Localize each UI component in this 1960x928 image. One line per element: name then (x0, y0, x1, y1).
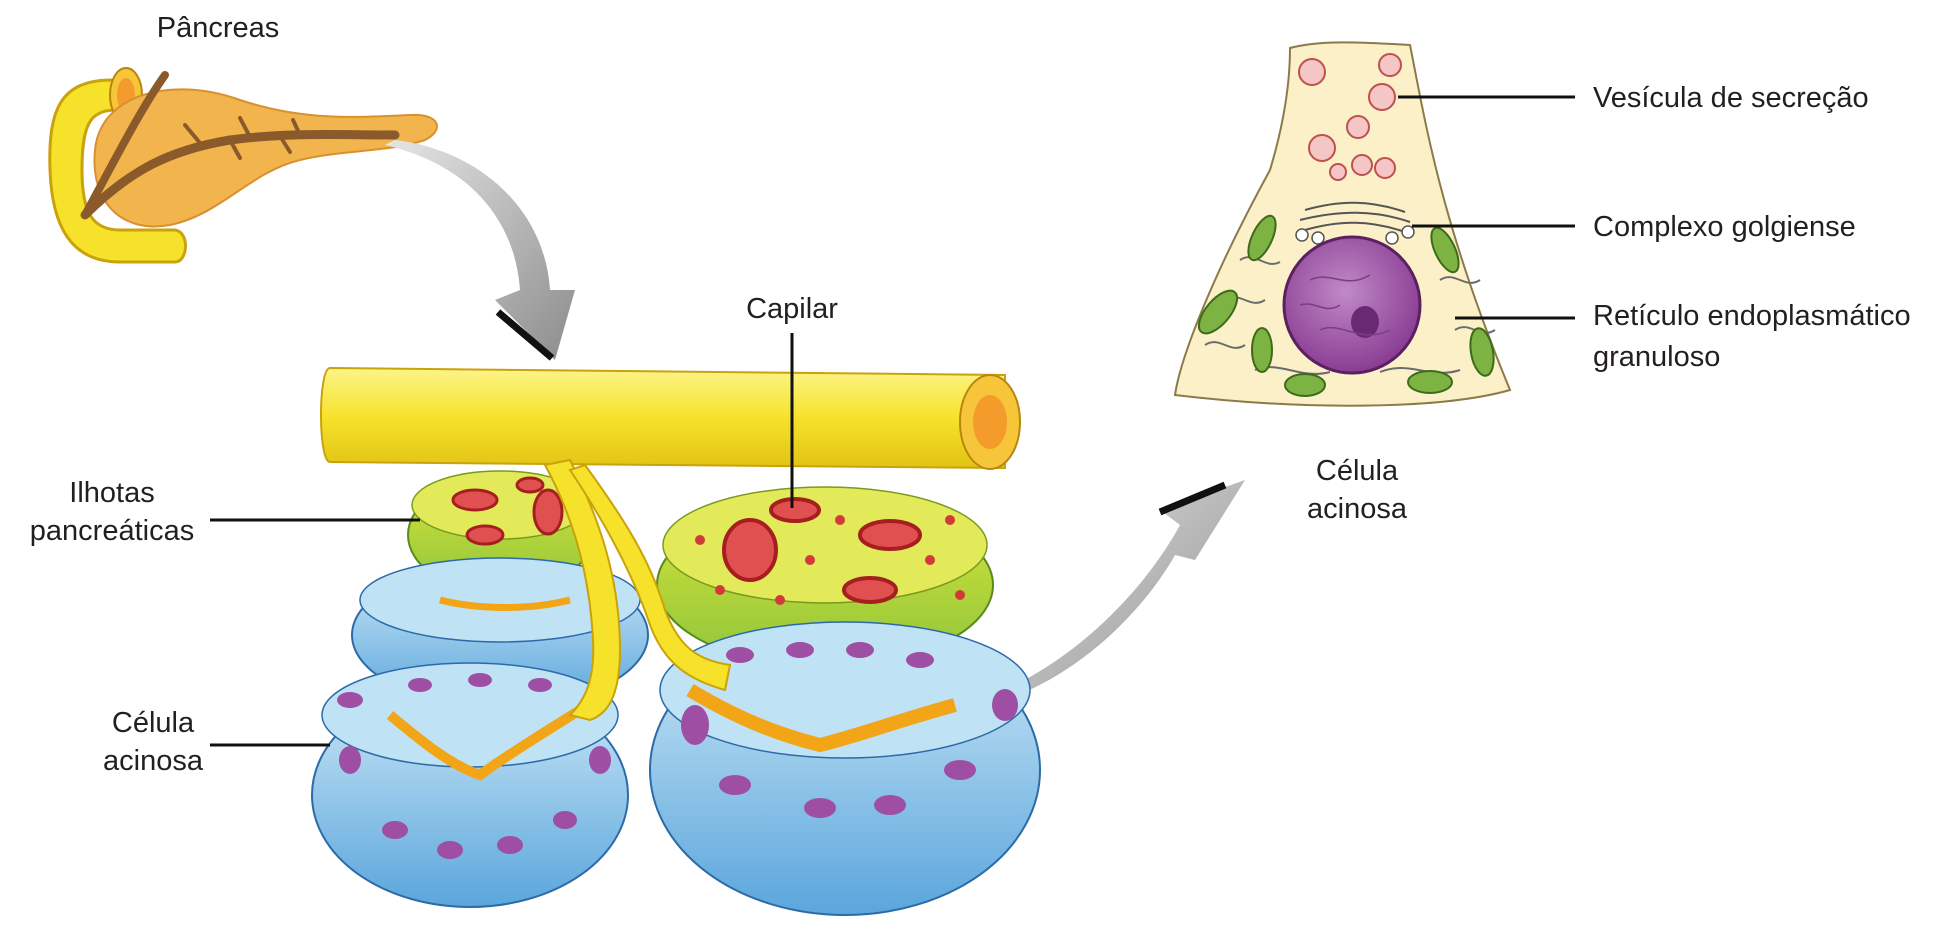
nucleus (1284, 237, 1420, 373)
label-cell-title-line2: acinosa (1307, 493, 1408, 525)
label-golgi: Complexo golgiense (1593, 211, 1856, 243)
label-rer-line2: granuloso (1593, 341, 1720, 373)
label-capillary: Capilar (746, 293, 838, 325)
label-rer-line1: Retículo endoplasmático (1593, 300, 1911, 332)
pancreatic-tissue (312, 368, 1040, 915)
arrow-to-cell (1005, 480, 1245, 700)
label-islets-line2: pancreáticas (30, 515, 194, 547)
label-islets-line1: Ilhotas (69, 477, 154, 509)
label-cell-title-line1: Célula (1316, 455, 1399, 487)
pancreas-organ (50, 68, 437, 262)
label-pancreas: Pâncreas (157, 12, 280, 44)
arrow-to-tissue (385, 140, 575, 360)
label-acinar-line1: Célula (112, 707, 195, 739)
label-acinar-line2: acinosa (103, 745, 204, 777)
label-secretory-vesicle: Vesícula de secreção (1593, 82, 1869, 114)
